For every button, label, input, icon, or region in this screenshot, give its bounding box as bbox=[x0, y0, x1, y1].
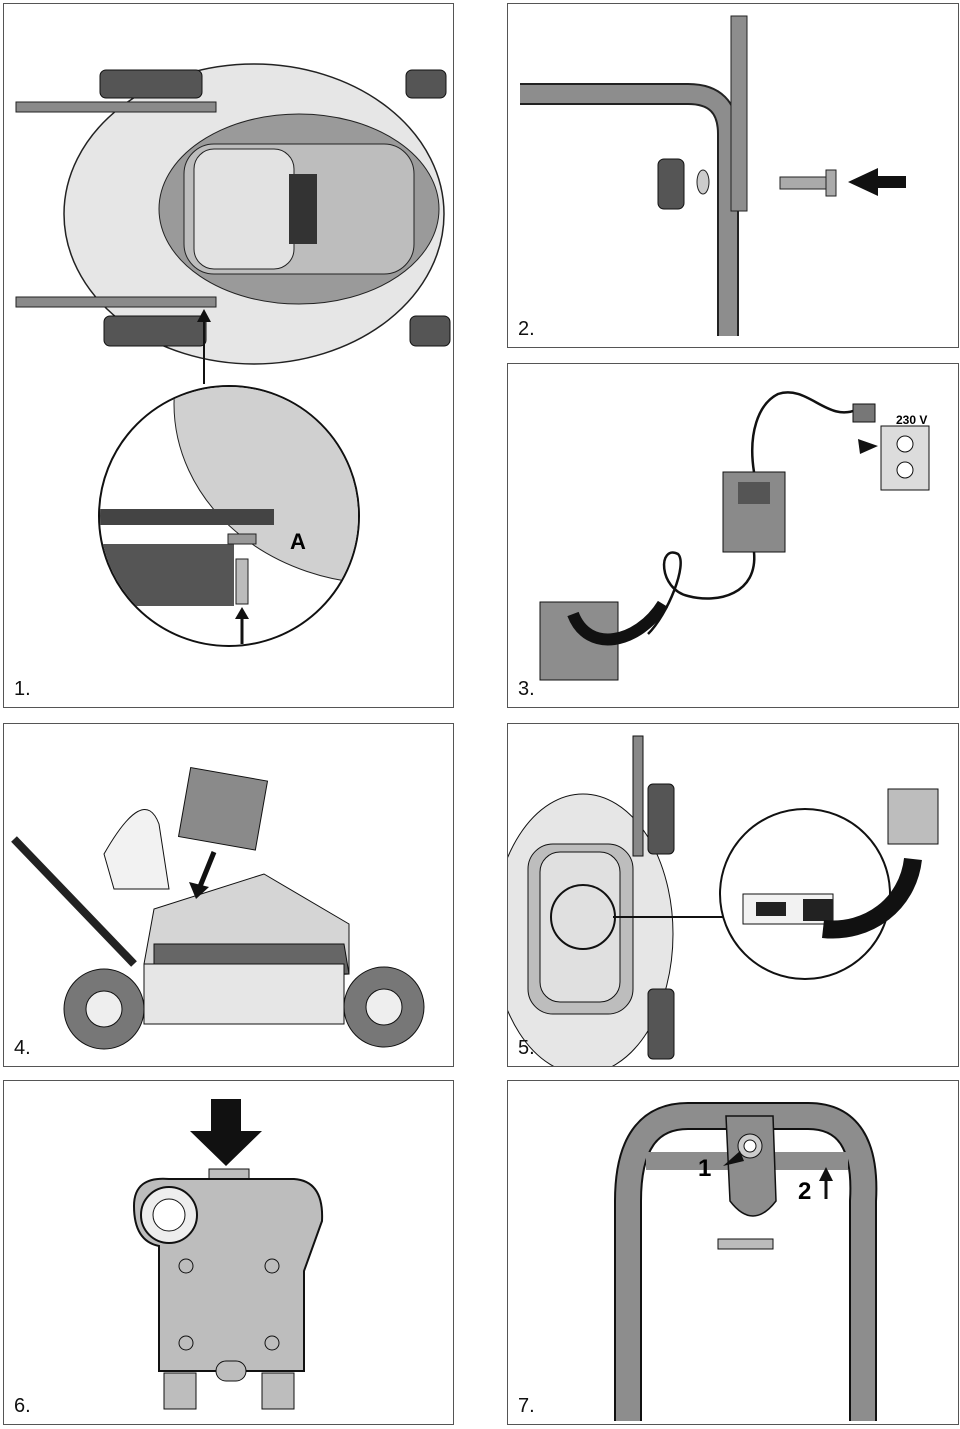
mower-top-view-height-adjust: A bbox=[15, 63, 451, 647]
panel-2: 2. bbox=[507, 3, 959, 348]
voltage-label: 230 V bbox=[896, 413, 927, 427]
panel-6: 6. bbox=[3, 1080, 454, 1425]
panel-2-number: 2. bbox=[518, 318, 535, 340]
handle-bolt-assembly bbox=[520, 15, 906, 336]
panel-1: A 1. bbox=[3, 3, 454, 708]
handle-switch-operation: 1 2 bbox=[614, 1102, 878, 1421]
mower-side-battery-insert bbox=[11, 767, 425, 1050]
panel-3-number: 3. bbox=[518, 678, 535, 700]
panel-3: 230 V 3. bbox=[507, 363, 959, 708]
battery-connector-detail bbox=[508, 735, 939, 1066]
battery-charger-diagram: 230 V bbox=[539, 391, 930, 681]
panel-7-number: 7. bbox=[518, 1395, 535, 1417]
step-2-label: 2 bbox=[798, 1178, 811, 1205]
panel-5-number: 5. bbox=[518, 1037, 535, 1059]
panel-5: 5. bbox=[507, 723, 959, 1067]
step-1-label: 1 bbox=[698, 1155, 711, 1182]
panel-6-number: 6. bbox=[14, 1395, 31, 1417]
battery-press-down bbox=[132, 1099, 324, 1410]
callout-a-label: A bbox=[290, 529, 306, 554]
panel-7: 1 2 7. bbox=[507, 1080, 959, 1425]
panel-4-number: 4. bbox=[14, 1037, 31, 1059]
panel-4: 4. bbox=[3, 723, 454, 1067]
panel-1-number: 1. bbox=[14, 678, 31, 700]
